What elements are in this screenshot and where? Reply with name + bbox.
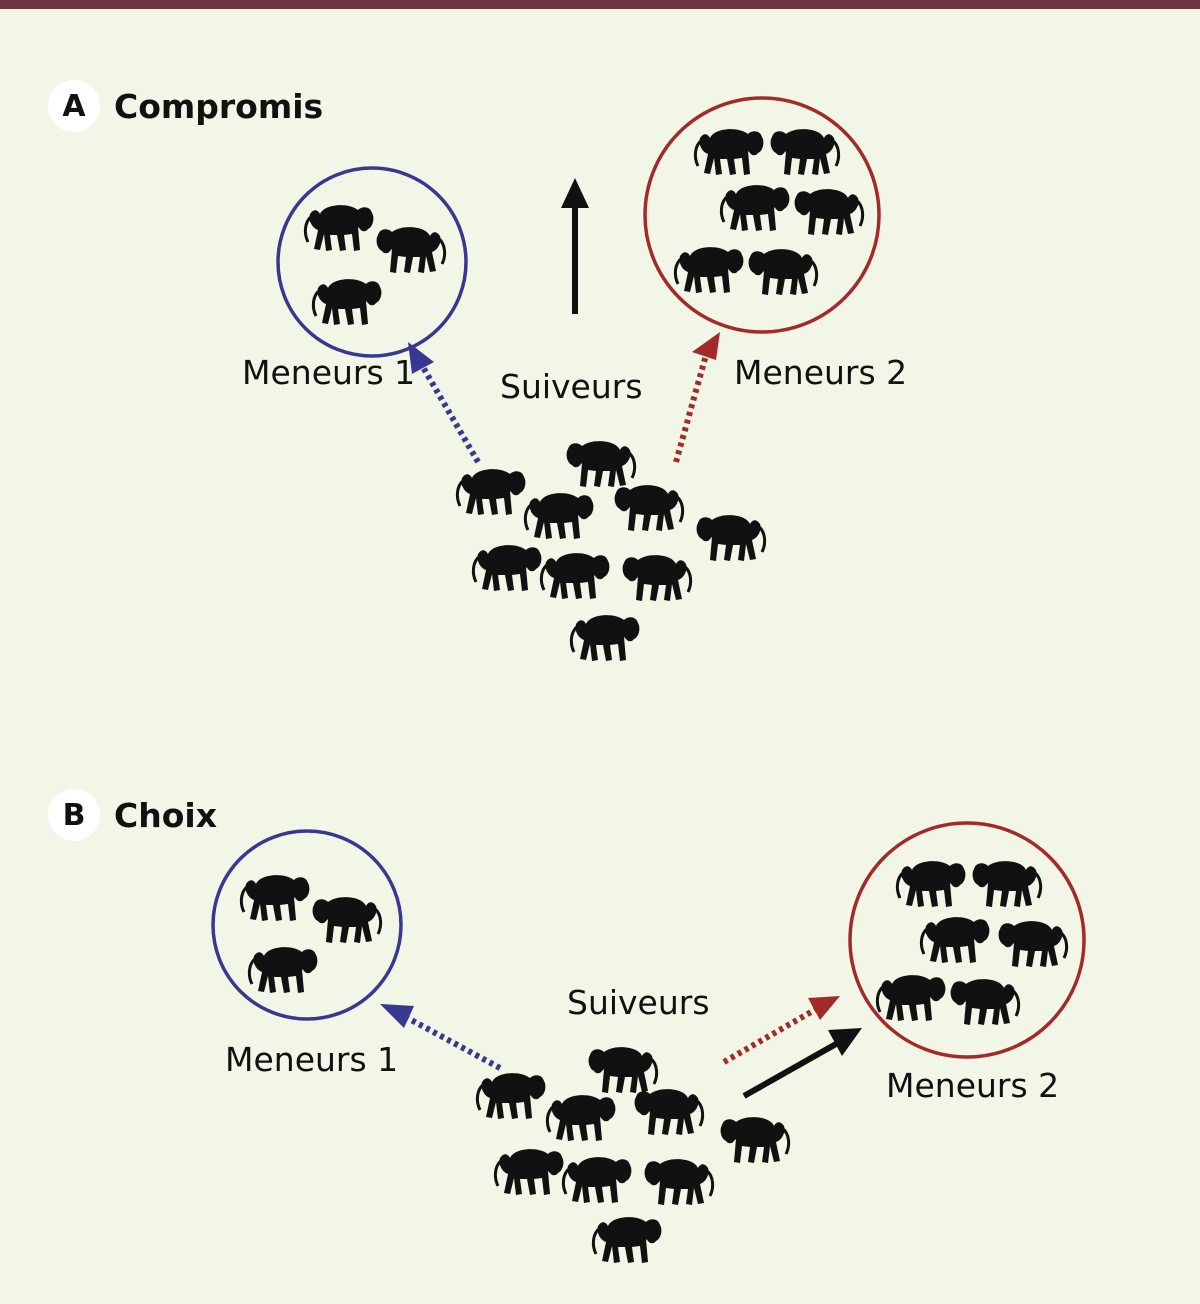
leaders2-pull-arrow — [722, 1005, 820, 1065]
panel-a-leaders1-label: Meneurs 1 — [242, 353, 415, 392]
leaders1-group-circle — [276, 166, 468, 358]
follower-arrow-head — [828, 1028, 862, 1056]
leaders2-arrow-head — [808, 996, 840, 1020]
leaders2-arrow-head — [692, 332, 720, 360]
leaders2-group-circle — [848, 821, 1086, 1059]
panel-a-leaders2-label: Meneurs 2 — [734, 353, 907, 392]
header-bar — [0, 0, 1200, 9]
leaders2-baboons — [673, 127, 865, 297]
panel-b-badge: B — [48, 789, 100, 841]
panel-b-title: Choix — [114, 795, 217, 835]
leaders2-group-circle — [643, 96, 881, 334]
panel-b-leaders2-label: Meneurs 2 — [886, 1066, 1059, 1105]
leaders1-arrow-head — [380, 1004, 414, 1028]
leaders1-pull-arrow — [417, 360, 481, 464]
followers-baboons — [455, 439, 767, 663]
leaders2-pull-arrow — [673, 354, 709, 463]
leaders1-baboons — [239, 873, 383, 995]
panel-a-followers-label: Suiveurs — [500, 367, 643, 406]
panel-a-badge: A — [48, 80, 100, 132]
panel-b-diagram: Suiveurs Meneurs 1 Meneurs 2 — [211, 821, 1086, 1265]
leaders2-baboons — [875, 859, 1069, 1027]
panel-b-followers-label: Suiveurs — [567, 983, 710, 1022]
leaders1-group-circle — [211, 829, 403, 1021]
leaders1-baboons — [303, 203, 447, 327]
leaders1-arrow-head — [408, 342, 434, 374]
panel-a-title: Compromis — [114, 86, 324, 126]
followers-baboons — [475, 1045, 791, 1265]
panel-b-leaders1-label: Meneurs 1 — [225, 1040, 398, 1079]
follower-arrow-head — [561, 178, 589, 208]
panel-a-diagram: Meneurs 1 Suiveurs Meneurs 2 — [242, 96, 907, 663]
follower-direction-arrow — [742, 1041, 838, 1099]
leaders1-pull-arrow — [400, 1012, 502, 1071]
panel-b-heading: B Choix — [48, 789, 217, 841]
panel-a-heading: A Compromis — [48, 80, 323, 132]
